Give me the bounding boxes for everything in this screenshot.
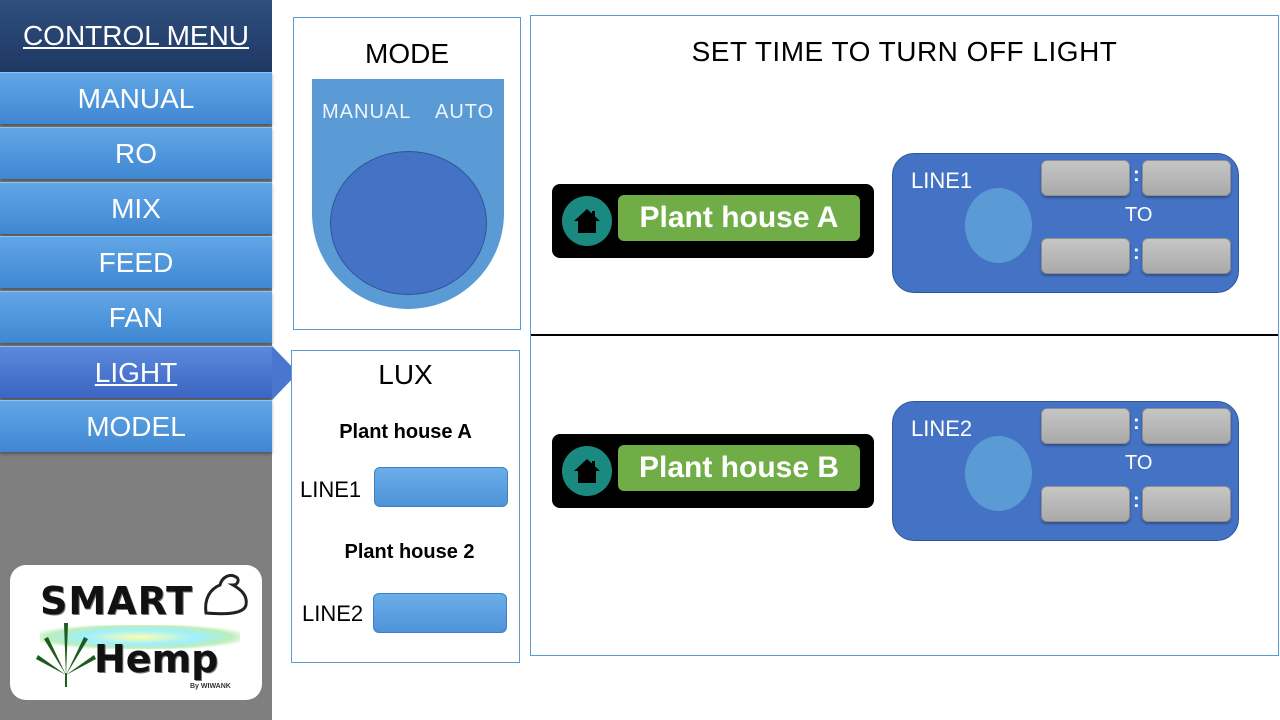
lux-line2-label: LINE2 [302,601,364,626]
plant-house-b-name: Plant house B [618,445,860,491]
logo-byline: By WIWANK [190,683,231,690]
lux-panel: LUX Plant house A LINE1 Plant house 2 LI… [291,350,520,663]
line2-start-minute-field[interactable] [1142,408,1231,444]
line1-start-hour-field[interactable] [1041,160,1130,196]
line2-end-hour-field[interactable] [1041,486,1130,522]
mode-auto-label: AUTO [435,101,495,123]
line2-to-label: TO [1125,452,1153,474]
menu-item-manual[interactable]: MANUAL [0,72,272,124]
lux-line1-value [374,467,508,507]
line2-toggle[interactable] [965,436,1032,511]
menu-item-ro[interactable]: RO [0,127,272,179]
lux-title: LUX [378,359,433,390]
light-timer-title: SET TIME TO TURN OFF LIGHT [691,36,1118,67]
menu-item-mix[interactable]: MIX [0,182,272,234]
line2-end-colon: : [1133,490,1140,512]
mode-panel: MODE MANUAL AUTO [293,17,521,330]
logo-glow [40,625,240,649]
lux-line2-value [373,593,507,633]
light-timer-panel: SET TIME TO TURN OFF LIGHT Plant house A… [530,15,1279,656]
line2-end-minute-field[interactable] [1142,486,1231,522]
line1-start-minute-field[interactable] [1142,160,1231,196]
line2-label: LINE2 [911,416,973,441]
line2-timer-box: LINE2 : TO : [892,401,1239,541]
mode-title: MODE [365,38,449,69]
line2-start-hour-field[interactable] [1041,408,1130,444]
menu-item-model[interactable]: MODEL [0,400,272,452]
line1-to-label: TO [1125,204,1153,226]
flexed-arm-icon [204,573,248,616]
plant-house-b-badge: Plant house B [552,434,874,508]
menu-item-light[interactable]: LIGHT [0,346,272,398]
line1-start-colon: : [1133,164,1140,186]
hemp-leaf-icon [36,623,96,687]
menu-item-feed[interactable]: FEED [0,236,272,288]
lux-house-a-label: Plant house A [339,421,472,443]
line1-toggle[interactable] [965,188,1032,263]
smart-hemp-logo: SMART Hemp By WIWANK [10,565,262,700]
line1-end-minute-field[interactable] [1142,238,1231,274]
home-icon [562,446,612,496]
home-icon-shape [574,459,600,483]
lux-house-2-label: Plant house 2 [344,541,475,563]
plant-house-a-name: Plant house A [618,195,860,241]
line1-label: LINE1 [911,168,973,193]
control-menu-title: CONTROL MENU [0,0,272,72]
lux-line1-label: LINE1 [300,477,362,502]
home-icon-shape [574,209,600,233]
line2-start-colon: : [1133,412,1140,434]
mode-selector: MANUAL AUTO [312,79,504,309]
logo-smart-text: SMART [40,579,194,623]
sidebar: CONTROL MENU MANUAL RO MIX FEED FAN LIGH… [0,0,272,720]
menu-item-fan[interactable]: FAN [0,291,272,343]
line1-timer-box: LINE1 : TO : [892,153,1239,293]
plant-house-a-badge: Plant house A [552,184,874,258]
section-divider [531,334,1278,336]
line1-end-hour-field[interactable] [1041,238,1130,274]
mode-toggle-knob[interactable] [330,151,487,295]
mode-manual-label: MANUAL [322,101,412,123]
logo-hemp-text: Hemp [94,637,219,681]
home-icon [562,196,612,246]
line1-end-colon: : [1133,242,1140,264]
